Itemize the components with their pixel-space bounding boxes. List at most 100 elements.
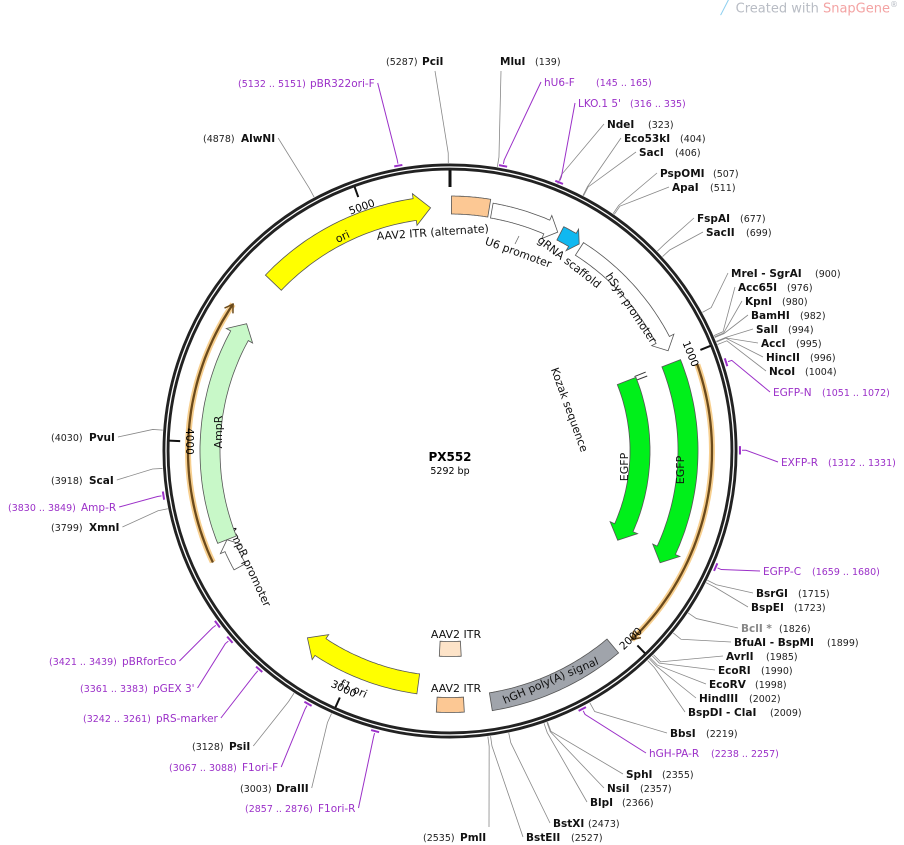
enzyme-site-name: PspOMI (660, 168, 705, 180)
feature-egfp (651, 359, 699, 564)
enzyme-leader-line (277, 137, 315, 198)
feature-ampr-label: AmpR (212, 415, 225, 448)
enzyme-site-name: PvuI (89, 432, 115, 444)
enzyme-leader-line (117, 429, 163, 438)
enzyme-leader-line (687, 612, 739, 629)
enzyme-leader-line (434, 70, 449, 164)
tick-label: 4000 (183, 428, 195, 455)
enzyme-site-name: ApaI (672, 182, 699, 194)
enzyme-site-name: EcoRI (718, 665, 751, 677)
primer-name: hGH-PA-R (649, 748, 699, 760)
enzyme-site-position: (323) (648, 120, 674, 131)
primer-name: EGFP-C (763, 566, 801, 578)
feature-egfp-label: EGFP (674, 455, 687, 484)
primer-binding-mark (214, 620, 221, 629)
enzyme-leader-line (662, 231, 704, 257)
feature-aav2-itr-label: AAV2 ITR (431, 628, 482, 641)
primer-name: Amp-R (81, 502, 116, 514)
enzyme-leader-line (252, 692, 295, 747)
enzyme-site-name: Acc65I (738, 282, 777, 294)
primer-range: (1051 .. 1072) (822, 388, 890, 399)
enzyme-site-position: (980) (782, 297, 808, 308)
enzyme-leader-line (487, 736, 490, 828)
enzyme-site-name: AlwNI (241, 133, 275, 145)
plasmid-name: PX552 (428, 450, 471, 464)
enzyme-site-position: (2357) (640, 784, 672, 795)
enzyme-site-name: MreI - SgrAI (731, 268, 802, 280)
enzyme-leader-line (717, 340, 767, 372)
enzyme-leader-line (613, 186, 670, 215)
enzyme-site-position: (3918) (51, 476, 83, 487)
site-labels: PciI(5287)MluI(139)NdeI(323)Eco53kI(404)… (8, 56, 896, 844)
enzyme-leader-line (546, 722, 605, 789)
enzyme-site-name: BsrGI (756, 588, 788, 600)
primer-leader-line (119, 495, 162, 508)
enzyme-site-name: NsiI (607, 783, 630, 795)
leader-lines (116, 70, 779, 838)
primer-name: F1ori-F (242, 762, 278, 774)
enzyme-site-name: BstXI (553, 818, 584, 830)
enzyme-site-name: SacII (706, 227, 735, 239)
enzyme-site-name: NdeI (607, 119, 634, 131)
primer-binding-mark (161, 491, 166, 500)
primer-leader-line (280, 705, 308, 768)
watermark-brand: SnapGene (822, 1, 890, 17)
primer-range: (2857 .. 2876) (245, 804, 313, 815)
enzyme-leader-line (714, 300, 743, 338)
enzyme-leader-line (657, 217, 695, 252)
enzyme-site-position: (996) (810, 353, 836, 364)
orf-arc (629, 363, 715, 642)
primer-range: (316 .. 335) (630, 99, 686, 110)
enzyme-site-position: (511) (710, 183, 736, 194)
feature-hgh-poly-a-signal (488, 638, 620, 712)
primer-leader-line (179, 624, 217, 662)
u6-label-leader (514, 235, 520, 245)
enzyme-site-position: (4030) (51, 433, 83, 444)
feature-ori-label: ori (333, 228, 351, 246)
primer-binding-mark (370, 729, 380, 734)
enzyme-site-position: (1998) (755, 680, 787, 691)
primer-leader-line (727, 359, 771, 393)
enzyme-leader-line (508, 732, 551, 824)
primer-binding-mark (303, 700, 313, 707)
orf-layer (185, 302, 715, 642)
enzyme-site-name: EcoRV (709, 679, 747, 691)
enzyme-site-position: (4878) (203, 134, 235, 145)
watermark-reg: ® (890, 0, 898, 9)
enzyme-leader-line (652, 655, 716, 671)
enzyme-site-name: BclI * (741, 623, 772, 635)
primer-leader-line (220, 670, 259, 719)
enzyme-site-position: (995) (796, 339, 822, 350)
enzyme-site-position: (2366) (622, 798, 654, 809)
enzyme-site-position: (900) (815, 269, 841, 280)
feature-aav2-itr-label: AAV2 ITR (431, 682, 482, 695)
enzyme-leader-line (707, 579, 754, 594)
enzyme-site-position: (677) (740, 214, 766, 225)
primer-binding-mark (226, 635, 234, 644)
enzyme-leader-line (612, 172, 658, 214)
enzyme-leader-line (653, 654, 724, 663)
enzyme-leader-line (582, 137, 622, 196)
feature-aav2-itr-alternate (450, 195, 492, 218)
enzyme-site-name: BspDI - ClaI (688, 707, 756, 719)
enzyme-site-position: (1985) (766, 652, 798, 663)
enzyme-site-position: (404) (680, 134, 706, 145)
enzyme-site-name: BamHI (751, 310, 790, 322)
enzyme-site-name: FspAI (697, 213, 730, 225)
enzyme-site-name: NcoI (769, 366, 795, 378)
enzyme-site-name: HindIII (699, 693, 738, 705)
primer-range: (3830 .. 3849) (8, 503, 76, 514)
enzyme-site-name: BspEI (751, 602, 784, 614)
enzyme-site-name: DraIII (276, 783, 309, 795)
feature-ori (264, 192, 432, 291)
enzyme-site-position: (3799) (51, 523, 83, 534)
enzyme-site-position: (1899) (827, 638, 859, 649)
enzyme-site-name: ScaI (89, 475, 114, 487)
enzyme-site-position: (507) (713, 169, 739, 180)
tick-mark (334, 697, 341, 708)
enzyme-site-position: (139) (535, 57, 561, 68)
tick-mark (700, 344, 711, 351)
primer-range: (3067 .. 3088) (169, 763, 237, 774)
enzyme-site-name: PsiI (229, 741, 250, 753)
